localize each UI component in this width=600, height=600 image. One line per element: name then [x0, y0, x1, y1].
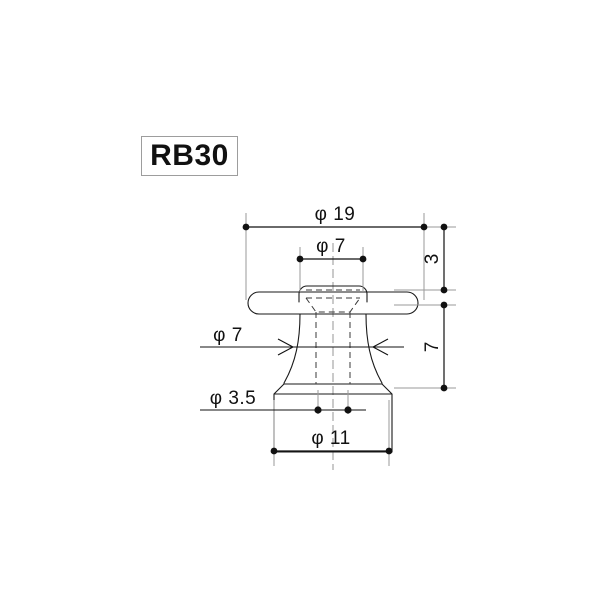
- dim-dot-phi7-top-left: [296, 255, 304, 263]
- dim-text-phi35: φ 3.5: [210, 388, 257, 409]
- arrow-neck-left: [277, 338, 295, 356]
- dim-text-phi11: φ 11: [311, 428, 350, 449]
- dim-text-phi7-top: φ 7: [316, 236, 346, 257]
- arrow-neck-right: [371, 338, 389, 356]
- dim-text-phi19: φ 19: [315, 204, 356, 225]
- part-label-box: RB30: [141, 136, 238, 176]
- part-neck-right: [365, 313, 383, 385]
- part-label-text: RB30: [150, 139, 229, 172]
- dim-dot-phi11-right: [385, 447, 393, 455]
- part-neck-left: [283, 313, 301, 385]
- dim-dot-phi19-left: [242, 223, 250, 231]
- dim-dot-height7-bottom: [440, 384, 448, 392]
- hidden-countersink: [305, 297, 361, 313]
- dim-dot-phi7-top-right: [359, 255, 367, 263]
- dim-dot-phi35-right: [344, 406, 352, 414]
- dim-dot-phi35-left: [314, 406, 322, 414]
- part-flange: [247, 291, 419, 315]
- dim-dot-height3-bottom: [440, 286, 448, 294]
- dim-dot-height7-top: [440, 301, 448, 309]
- dim-text-height-7: 7: [422, 342, 443, 353]
- dim-text-height-3: 3: [422, 254, 443, 265]
- dim-text-phi7-neck: φ 7: [213, 325, 243, 346]
- dim-dot-phi11-left: [270, 447, 278, 455]
- dim-dot-height3-top: [440, 223, 448, 231]
- dim-dot-phi19-right: [420, 223, 428, 231]
